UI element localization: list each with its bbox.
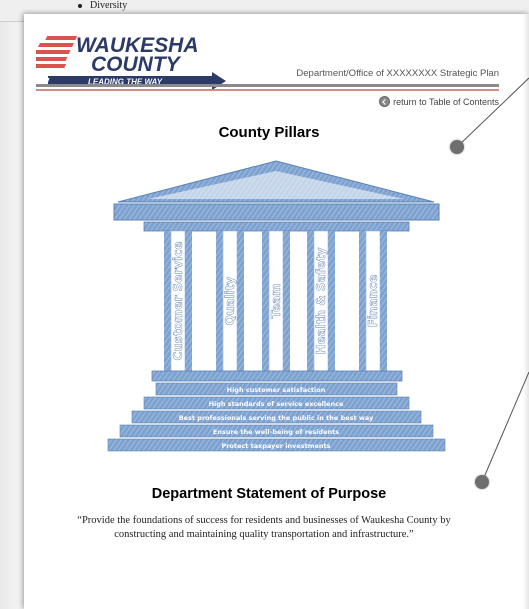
document-page: WAUKESHA COUNTY LEADING THE WAY Departme… <box>24 14 529 609</box>
purpose-title: Department Statement of Purpose <box>151 486 387 502</box>
pillar-label-3: Team <box>269 283 283 318</box>
step-label-3: Best professionals serving the public in… <box>179 414 374 422</box>
header-rule-gray <box>36 84 499 87</box>
pillar-4: Health & Safety <box>307 230 335 372</box>
department-plan-title: Department/Office of XXXXXXXX Strategic … <box>296 68 499 79</box>
pillar-label-2: Quality <box>223 277 237 326</box>
purpose-statement: “Provide the foundations of success for … <box>77 515 451 540</box>
temple-step-4: Ensure the well-being of residents <box>119 424 434 438</box>
pillar-3: Team <box>262 230 290 372</box>
temple-step-2: High standards of service excellence <box>143 396 410 410</box>
temple-step-5: Protect taxpayer investments <box>107 438 446 452</box>
step-label-2: High standards of service excellence <box>209 400 344 408</box>
step-label-1: High customer satisfaction <box>227 386 326 394</box>
pillar-label-4: Health & Safety <box>314 247 328 354</box>
return-arrow-icon <box>379 96 391 107</box>
logo-tagline: LEADING THE WAY <box>88 78 163 87</box>
return-to-toc-link[interactable]: return to Table of Contents <box>379 96 499 107</box>
temple-entablature <box>113 203 440 221</box>
pillar-1: Customer Service <box>164 230 192 372</box>
waukesha-county-logo: WAUKESHA COUNTY LEADING THE WAY <box>36 34 226 90</box>
pillar-label-5: Finance <box>366 275 380 328</box>
bullet-text: Diversity <box>90 0 128 11</box>
county-pillars-temple: Customer Service Quality Team Health & S… <box>107 160 446 452</box>
temple-step-1: High customer satisfaction <box>155 382 398 396</box>
toc-link-label: return to Table of Contents <box>393 96 499 107</box>
comment-anchor-dot[interactable] <box>475 475 489 489</box>
pillar-2: Quality <box>216 230 244 372</box>
logo-line2: COUNTY <box>91 53 182 76</box>
comment-anchor-dot[interactable] <box>450 140 464 154</box>
bullet-icon <box>78 3 82 8</box>
previous-page-shadow <box>0 0 24 609</box>
header-rule-red <box>36 89 499 91</box>
temple-base <box>151 370 403 382</box>
pillar-label-1: Customer Service <box>171 241 185 360</box>
pillar-5: Finance <box>359 230 387 372</box>
logo-line1: WAUKESHA <box>76 34 199 57</box>
pillars-title: County Pillars <box>218 124 320 141</box>
temple-step-3: Best professionals serving the public in… <box>131 410 422 424</box>
page-right-edge <box>523 14 529 609</box>
step-label-4: Ensure the well-being of residents <box>213 428 339 436</box>
previous-page-bullet: Diversity <box>78 0 127 11</box>
step-label-5: Protect taxpayer investments <box>221 442 330 450</box>
